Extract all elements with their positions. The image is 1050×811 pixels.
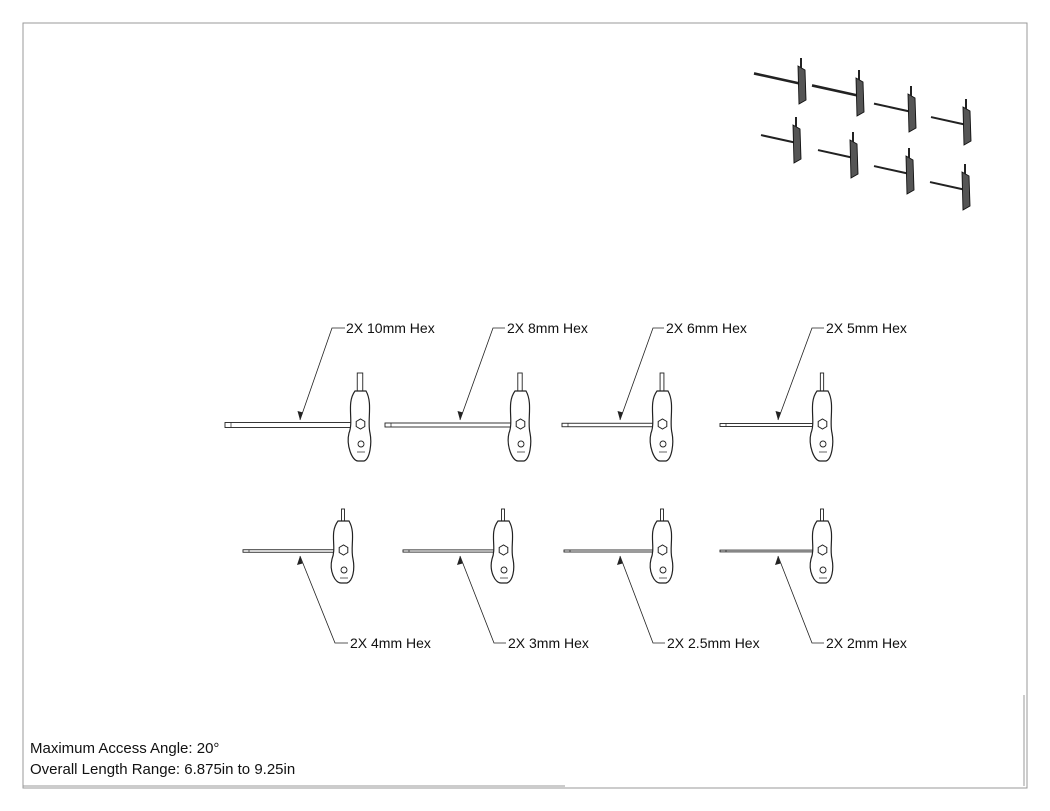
note-access-angle: Maximum Access Angle: 20° (30, 740, 220, 757)
leader-3mm (459, 555, 506, 644)
iso-wrench-shaft (929, 181, 967, 191)
hex-socket-icon (657, 544, 668, 556)
iso-wrench-handle (907, 93, 917, 133)
wrench-set-view (224, 372, 834, 584)
wrench-thumb-hole (819, 440, 827, 448)
wrench-thumb-hole (659, 566, 667, 574)
hex-socket-icon (817, 544, 828, 556)
leader-6mm (619, 327, 664, 421)
wrench-shaft (224, 422, 361, 428)
iso-wrench-shaft (873, 102, 913, 113)
wrench-handle (649, 390, 674, 462)
iso-wrench-3 (873, 86, 917, 133)
leader-5mm (777, 327, 824, 421)
iso-wrench-handle (855, 77, 865, 117)
iso-wrench-shaft (817, 149, 855, 159)
callout-label-2_5mm: 2X 2.5mm Hex (667, 635, 760, 651)
callout-label-5mm: 2X 5mm Hex (826, 320, 907, 336)
iso-wrench-shaft (873, 165, 911, 175)
leader-2_5mm (619, 555, 665, 644)
callout-label-6mm: 2X 6mm Hex (666, 320, 747, 336)
wrench-thumb-hole (340, 566, 348, 574)
iso-wrench-6 (817, 132, 859, 179)
hex-socket-icon (515, 418, 526, 430)
hex-socket-icon (657, 418, 668, 430)
leader-4mm (299, 555, 348, 644)
wrench-short-arm (356, 372, 364, 392)
sheet-border (22, 22, 1028, 789)
isometric-view-group (753, 58, 972, 211)
wrench-3mm (402, 508, 515, 584)
wrench-short-arm (659, 372, 665, 392)
hex-socket-icon (817, 418, 828, 430)
callout-label-4mm: 2X 4mm Hex (350, 635, 431, 651)
wrench-shaft (384, 422, 521, 428)
iso-wrench-5 (760, 117, 802, 164)
iso-wrench-8 (929, 164, 971, 211)
iso-wrench-shaft (930, 116, 968, 126)
wrench-thumb-hole (819, 566, 827, 574)
wrench-10mm (224, 372, 372, 462)
leader-2mm (777, 555, 824, 644)
wrench-thumb-hole (357, 440, 365, 448)
iso-wrench-handle (797, 65, 807, 105)
hex-socket-icon (338, 544, 349, 556)
wrench-shaft (561, 422, 663, 428)
iso-wrench-shaft (760, 134, 798, 144)
wrench-thumb-hole (500, 566, 508, 574)
wrench-4mm (242, 508, 355, 584)
wrench-handle (507, 390, 532, 462)
wrench-2_5mm (563, 508, 674, 584)
wrench-handle (809, 390, 834, 462)
iso-wrench-handle (961, 171, 971, 211)
iso-wrench-4 (930, 99, 972, 146)
callout-label-2mm: 2X 2mm Hex (826, 635, 907, 651)
leader-10mm (299, 327, 345, 421)
iso-wrench-1 (753, 58, 807, 105)
iso-wrench-handle (849, 139, 859, 179)
wrench-shaft (563, 549, 663, 553)
wrench-5mm (719, 372, 834, 462)
leader-lines (299, 327, 824, 644)
wrench-shaft (242, 549, 344, 553)
wrench-short-arm (819, 372, 825, 392)
iso-wrench-shaft (753, 72, 803, 86)
iso-wrench-2 (811, 70, 865, 117)
wrench-2mm (719, 508, 834, 584)
wrench-handle (649, 520, 674, 584)
note-length-range: Overall Length Range: 6.875in to 9.25in (30, 761, 296, 778)
wrench-shaft (402, 549, 504, 553)
wrench-handle (347, 390, 372, 462)
wrench-shaft (719, 423, 823, 427)
wrench-handle (490, 520, 515, 584)
wrench-thumb-hole (517, 440, 525, 448)
iso-wrench-handle (792, 124, 802, 164)
wrench-8mm (384, 372, 532, 462)
iso-wrench-shaft (811, 84, 861, 98)
iso-wrench-handle (905, 155, 915, 195)
iso-wrench-handle (962, 106, 972, 146)
leader-8mm (459, 327, 505, 421)
iso-wrench-7 (873, 148, 915, 195)
wrench-shaft (719, 549, 823, 553)
callout-label-10mm: 2X 10mm Hex (346, 320, 435, 336)
wrench-thumb-hole (659, 440, 667, 448)
wrench-handle (330, 520, 355, 584)
callout-label-3mm: 2X 3mm Hex (508, 635, 589, 651)
wrench-6mm (561, 372, 674, 462)
wrench-handle (809, 520, 834, 584)
hex-socket-icon (355, 418, 366, 430)
wrench-short-arm (517, 372, 523, 392)
hex-socket-icon (498, 544, 509, 556)
leader-arrowheads (297, 411, 781, 565)
callout-label-8mm: 2X 8mm Hex (507, 320, 588, 336)
